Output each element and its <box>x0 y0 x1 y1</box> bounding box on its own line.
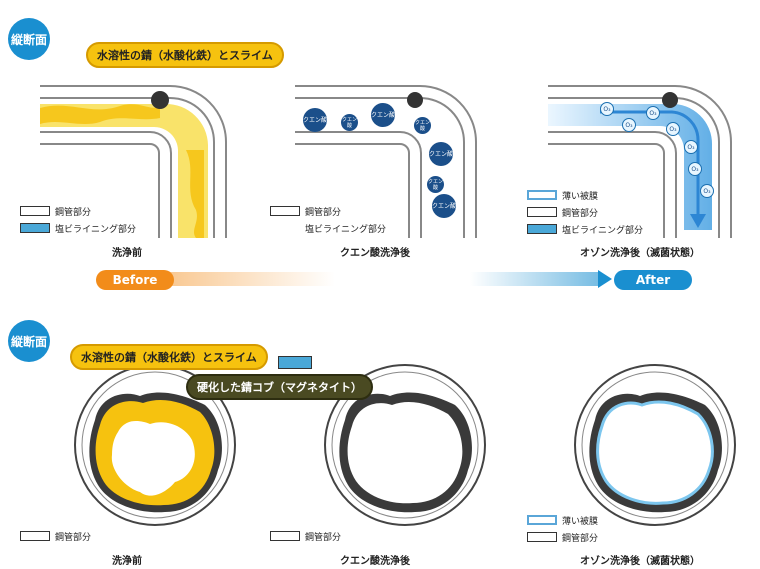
elbow-pipe-citric <box>295 85 477 238</box>
section-badge-top: 縦断面 <box>8 18 50 60</box>
legend-label: 薄い被膜 <box>562 516 599 527</box>
citric-bubble: クエン酸 <box>371 103 395 127</box>
legend-citric-bottom: 鋼管部分 <box>270 529 341 546</box>
cross-section-before <box>74 364 236 526</box>
caption-citric-bottom: クエン酸洗浄後 <box>340 556 410 567</box>
ozone-molecule: O₃ <box>646 106 660 120</box>
section-badge-bottom: 縦断面 <box>8 320 50 362</box>
steel-swatch <box>527 207 557 217</box>
after-arrow-head <box>598 270 612 288</box>
legend-label: 薄い被膜 <box>562 191 599 202</box>
ozone-molecule: O₃ <box>700 184 714 198</box>
legend-label: 塩ビライニング部分 <box>562 225 644 236</box>
legend-label: 鋼管部分 <box>55 532 92 543</box>
legend-before-bottom: 鋼管部分 <box>20 529 91 546</box>
elbow-pipe-before <box>40 85 227 238</box>
before-pill: Before <box>96 270 174 290</box>
legend-citric-top: 鋼管部分 塩ビライニング部分 <box>270 204 386 238</box>
film-swatch <box>527 190 557 200</box>
caption-ozone-bottom: オゾン洗浄後（滅菌状態） <box>580 556 700 567</box>
legend-label: 塩ビライニング部分 <box>55 224 137 235</box>
ozone-molecule: O₃ <box>688 162 702 176</box>
citric-bubble: クエン酸 <box>432 194 456 218</box>
legend-label: 鋼管部分 <box>562 533 599 544</box>
legend-label: 鋼管部分 <box>305 532 342 543</box>
cross-section-ozone <box>574 364 736 526</box>
elbow-pipe-ozone <box>548 85 732 238</box>
legend-label: 塩ビライニング部分 <box>305 224 387 235</box>
lining-swatch <box>20 223 50 233</box>
steel-swatch <box>270 531 300 541</box>
ozone-molecule: O₃ <box>600 102 614 116</box>
after-pill: After <box>614 270 692 290</box>
caption-before-top: 洗浄前 <box>112 248 142 259</box>
before-gradient-bar <box>160 272 335 286</box>
ozone-molecule: O₃ <box>622 118 636 132</box>
callout-rust-slime-bottom: 水溶性の錆（水酸化鉄）とスライム <box>70 344 268 370</box>
steel-swatch <box>527 532 557 542</box>
ozone-molecule: O₃ <box>666 122 680 136</box>
caption-citric-top: クエン酸洗浄後 <box>340 248 410 259</box>
steel-swatch <box>20 206 50 216</box>
citric-bubble: クエン酸 <box>341 114 358 131</box>
legend-label: 鋼管部分 <box>55 207 92 218</box>
legend-label: 鋼管部分 <box>305 207 342 218</box>
lining-swatch-floating <box>278 356 312 369</box>
citric-bubble: クエン酸 <box>303 108 327 132</box>
film-swatch <box>527 515 557 525</box>
steel-swatch <box>20 531 50 541</box>
citric-bubble: クエン酸 <box>414 117 431 134</box>
steel-swatch <box>270 206 300 216</box>
ozone-molecule: O₃ <box>684 140 698 154</box>
caption-before-bottom: 洗浄前 <box>112 556 142 567</box>
citric-bubble: クエン酸 <box>429 142 453 166</box>
after-gradient-bar <box>470 272 600 286</box>
citric-bubble: クエン酸 <box>427 176 444 193</box>
lining-swatch <box>527 224 557 234</box>
callout-hard-rust: 硬化した錆コブ（マグネタイト） <box>186 374 373 400</box>
caption-ozone-top: オゾン洗浄後（滅菌状態） <box>580 248 700 259</box>
legend-label: 鋼管部分 <box>562 208 599 219</box>
legend-ozone-top: 薄い被膜 鋼管部分 塩ビライニング部分 <box>527 188 643 239</box>
cross-section-citric <box>324 364 486 526</box>
legend-before-top: 鋼管部分 塩ビライニング部分 <box>20 204 136 238</box>
callout-rust-slime-top: 水溶性の錆（水酸化鉄）とスライム <box>86 42 284 68</box>
legend-ozone-bottom: 薄い被膜 鋼管部分 <box>527 513 598 547</box>
